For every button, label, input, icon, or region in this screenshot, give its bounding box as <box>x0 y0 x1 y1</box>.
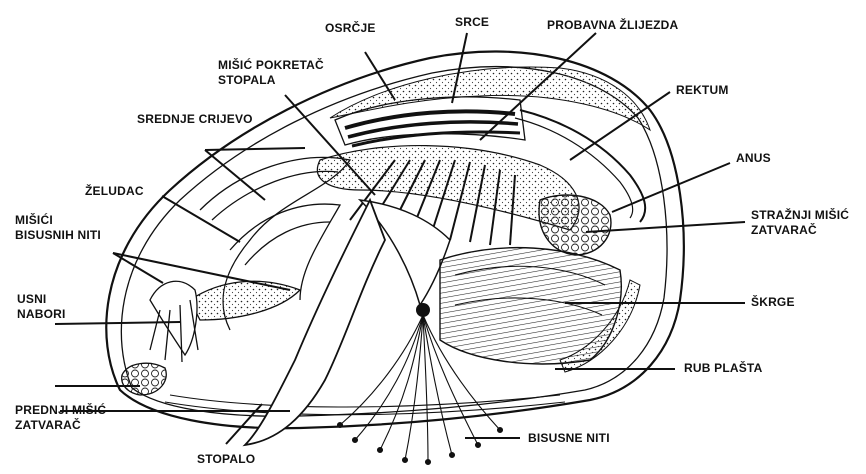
label-usni-nabori: USNI NABORI <box>17 292 66 322</box>
label-stopalo: STOPALO <box>197 452 255 467</box>
byssal-gland <box>416 303 430 317</box>
label-misici-bisusnih-niti: MIŠIĆI BISUSNIH NITI <box>15 213 101 243</box>
label-prednji-misic-zatvarac: PREDNJI MIŠIĆ ZATVARAČ <box>15 403 106 433</box>
label-probavna-zlijezda: PROBAVNA ŽLIJEZDA <box>547 18 678 33</box>
label-anus: ANUS <box>736 151 771 166</box>
label-skrge: ŠKRGE <box>751 295 795 310</box>
label-osrcje: OSRČJE <box>325 21 376 36</box>
label-straznji-misic-zatvarac: STRAŽNJI MIŠIĆ ZATVARAČ <box>751 208 849 238</box>
anterior-adductor <box>122 363 167 395</box>
label-srce: SRCE <box>455 15 489 30</box>
label-rektum: REKTUM <box>676 83 729 98</box>
label-bisusne-niti: BISUSNE NITI <box>528 431 610 446</box>
label-srednje-crijevo: SREDNJE CRIJEVO <box>137 112 253 127</box>
posterior-adductor <box>539 195 611 255</box>
label-zeludac: ŽELUDAC <box>85 184 144 199</box>
foot <box>245 200 385 445</box>
label-misic-pokretac-stopala: MIŠIĆ POKRETAČ STOPALA <box>218 58 324 88</box>
label-rub-plasta: RUB PLAŠTA <box>684 361 762 376</box>
